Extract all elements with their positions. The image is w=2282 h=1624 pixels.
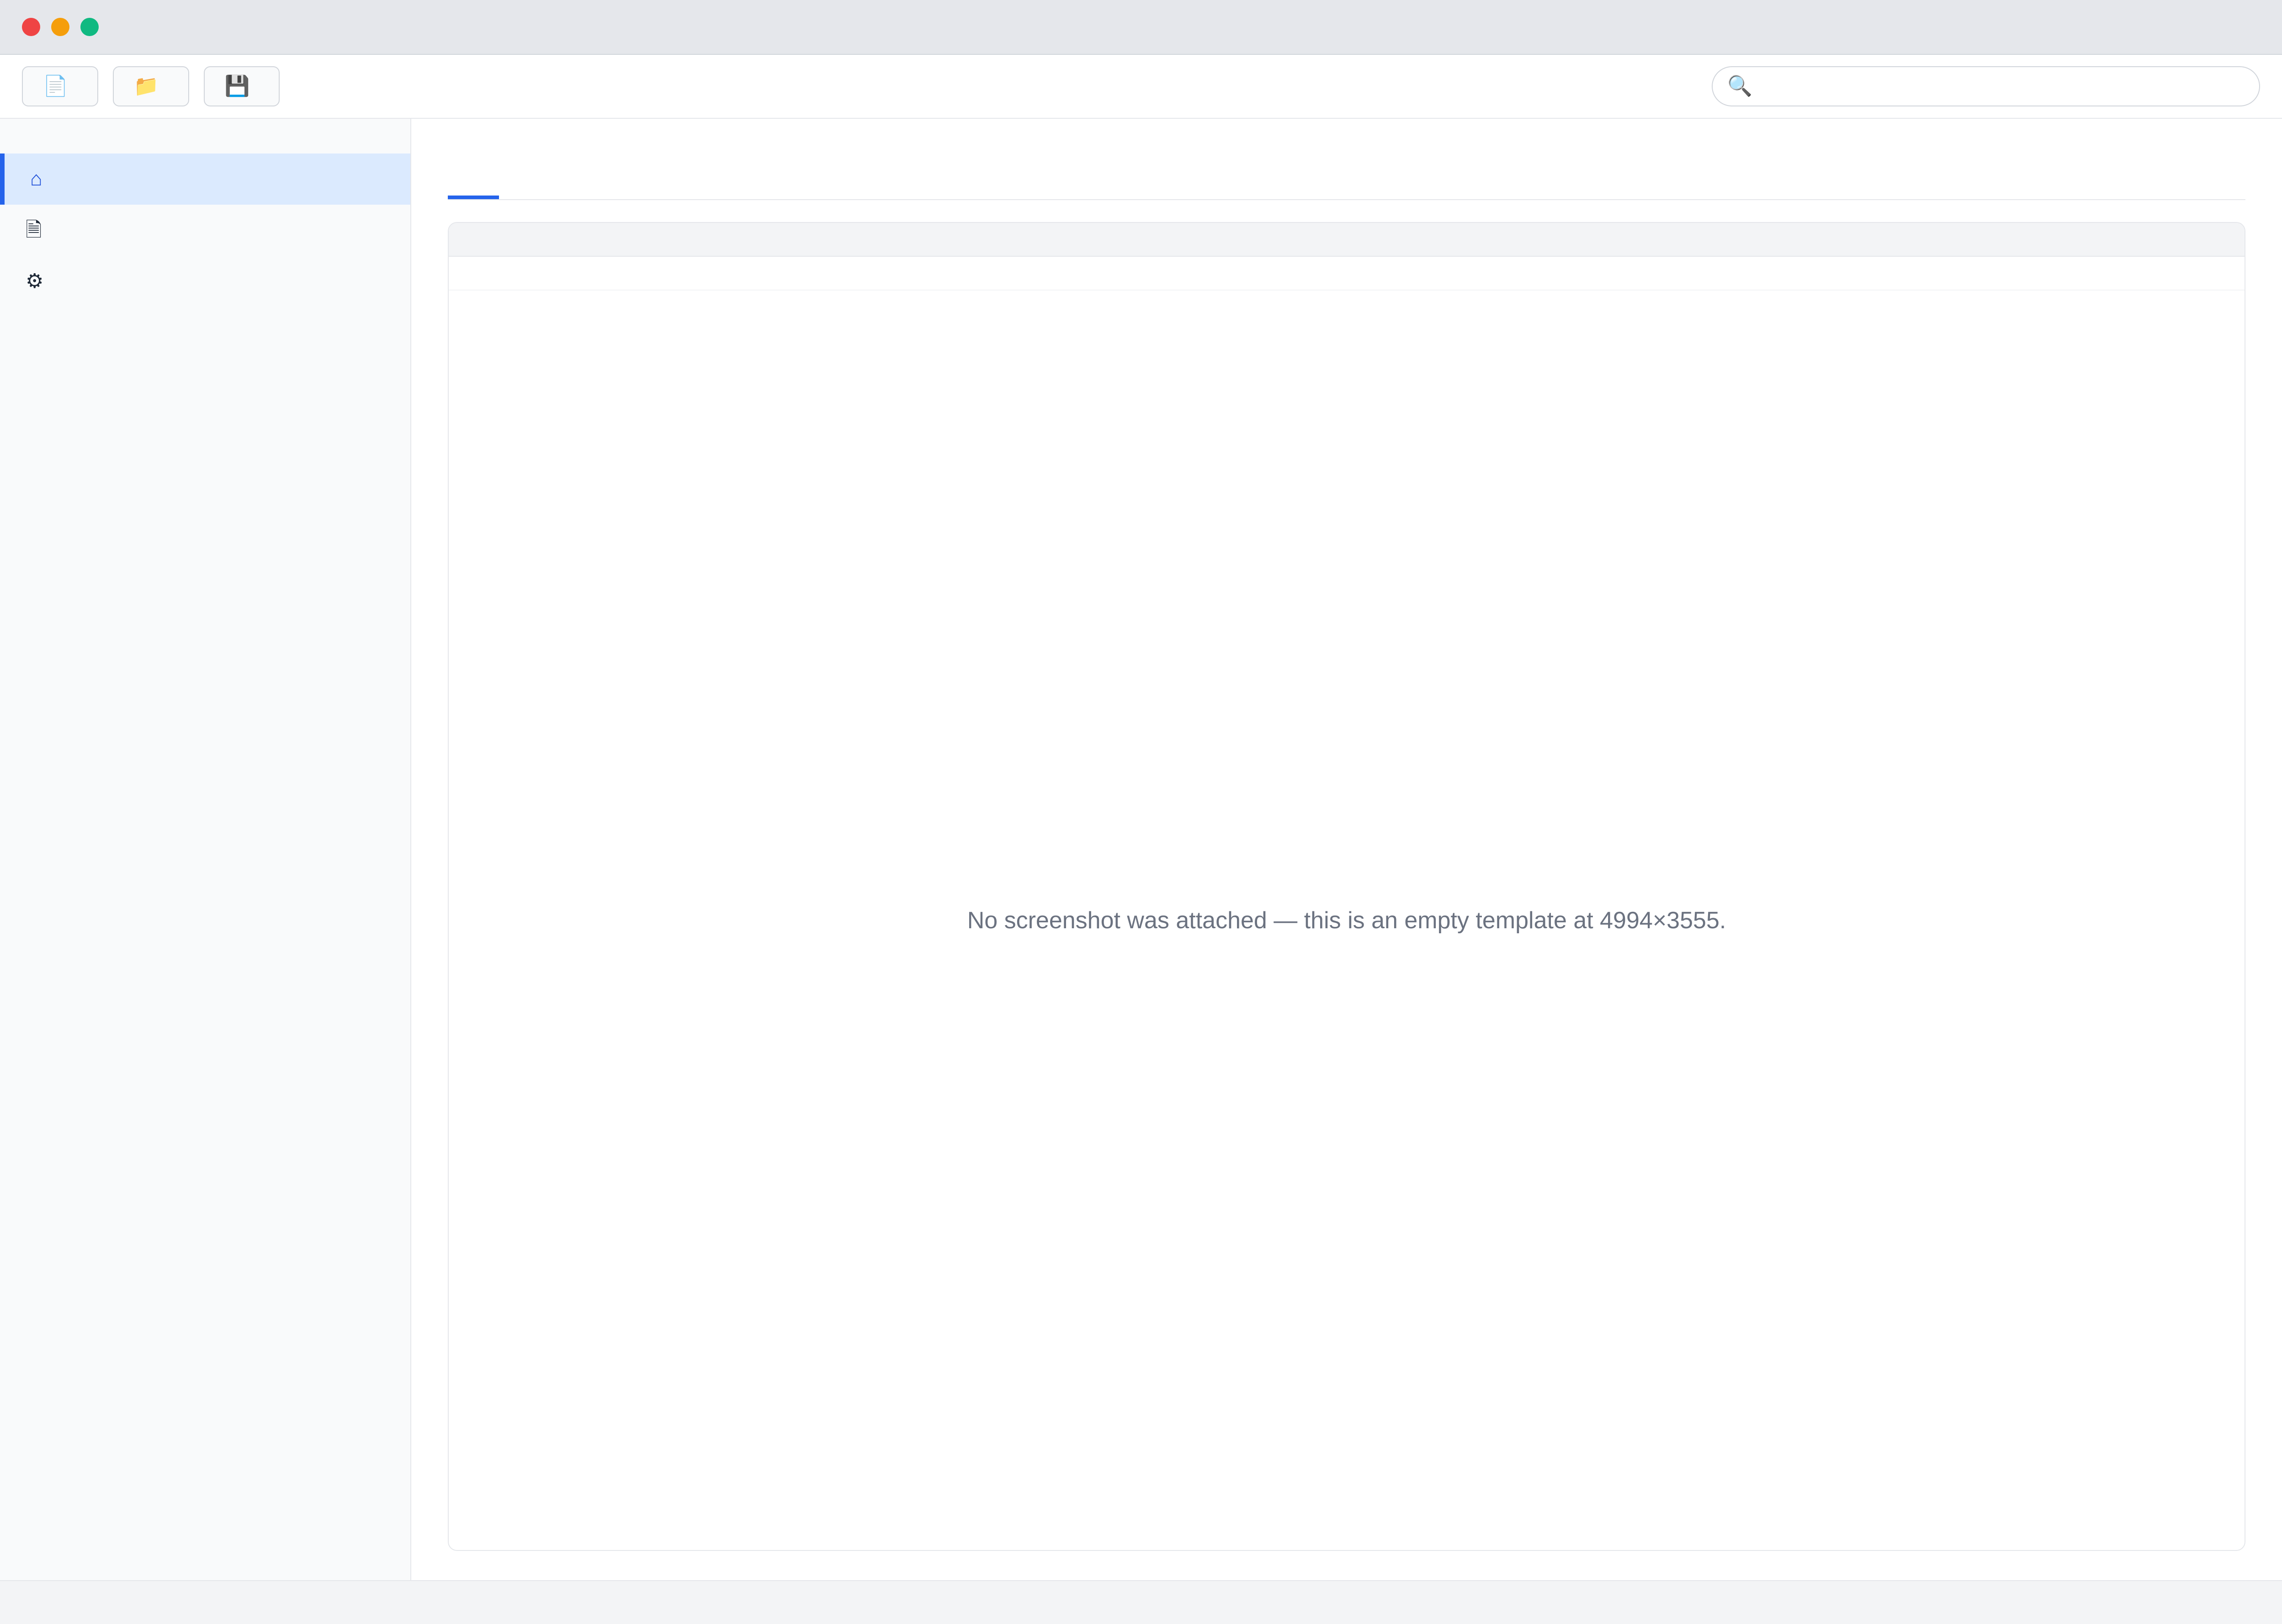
column-header[interactable] [449, 223, 1047, 257]
save-icon: 💾 [224, 75, 250, 97]
content-area: ⌂ 🗎 ⚙ [0, 119, 2282, 1580]
settings-icon: ⚙ [26, 270, 44, 292]
tab-first[interactable] [448, 170, 499, 199]
document-icon: 🗎 [26, 219, 42, 241]
table-cell [1646, 256, 2245, 291]
sidebar-heading [0, 141, 410, 153]
toolbar: 📄 📁 💾 🔍 [0, 55, 2282, 119]
sidebar-item-settings[interactable]: ⚙ [0, 256, 410, 307]
tab-strip [448, 170, 2245, 200]
window-controls [22, 18, 99, 36]
placeholder-notice: No screenshot was attached — this is an … [967, 907, 1726, 934]
column-header[interactable] [1646, 223, 2245, 257]
sidebar: ⌂ 🗎 ⚙ [0, 119, 411, 1580]
tab-second[interactable] [506, 170, 557, 199]
toolbar-button-new[interactable]: 📄 [22, 66, 98, 106]
file-icon: 📄 [43, 75, 68, 97]
sidebar-item-home[interactable]: ⌂ [0, 153, 410, 205]
search-input[interactable] [1761, 76, 2245, 97]
main-panel: No screenshot was attached — this is an … [411, 119, 2282, 1580]
search-box: 🔍 [1712, 66, 2260, 106]
search-icon: 🔍 [1727, 75, 1752, 97]
toolbar-button-save[interactable]: 💾 [203, 66, 280, 106]
title-bar [0, 0, 2282, 55]
sidebar-item-documents[interactable]: 🗎 [0, 205, 410, 256]
table-cell [449, 256, 1047, 291]
data-table [449, 223, 2245, 291]
table-cell [1047, 256, 1646, 291]
table-header-row [449, 223, 2245, 257]
minimize-window-button[interactable] [51, 18, 69, 36]
close-window-button[interactable] [22, 18, 40, 36]
maximize-window-button[interactable] [80, 18, 99, 36]
data-panel: No screenshot was attached — this is an … [448, 222, 2245, 1551]
status-bar [0, 1580, 2282, 1624]
column-header[interactable] [1047, 223, 1646, 257]
folder-icon: 📁 [133, 75, 159, 97]
table-row[interactable] [449, 256, 2245, 291]
home-icon: ⌂ [30, 168, 42, 190]
toolbar-button-open[interactable]: 📁 [112, 66, 189, 106]
